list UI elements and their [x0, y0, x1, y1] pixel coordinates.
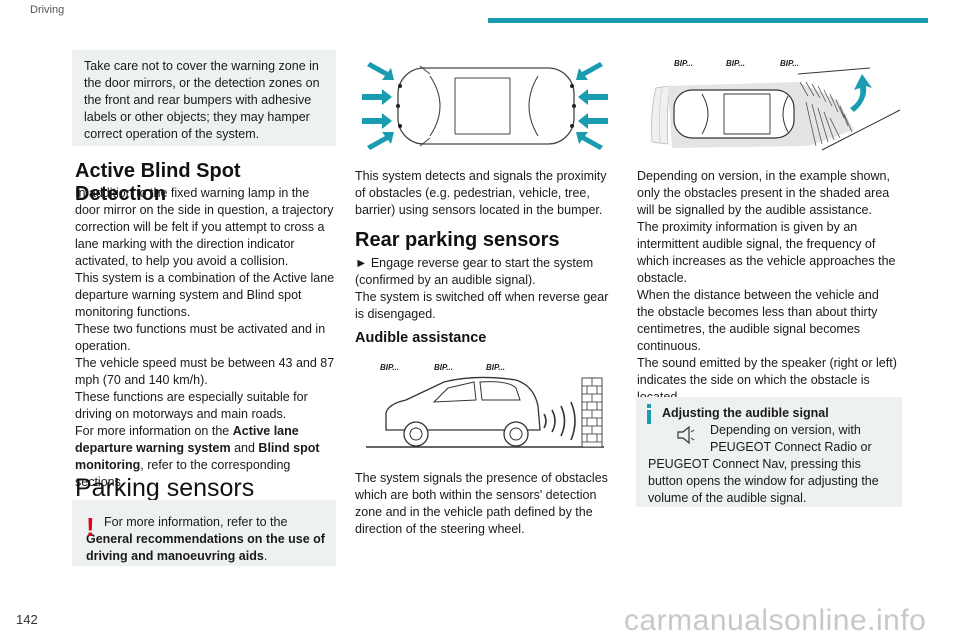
page-number: 142 — [16, 612, 38, 627]
cover-warning-note: Take care not to cover the warning zone … — [72, 50, 336, 146]
parking-sensors-title: Parking sensors — [75, 474, 255, 502]
blind-spot-para-5: These functions are especially suitable … — [75, 390, 308, 421]
warning-exclamation-icon: ! — [86, 512, 95, 542]
speaker-icon — [677, 425, 695, 445]
warn-note-suffix: . — [263, 549, 268, 563]
audible-assistance-diagram: BIP... BIP... BIP... — [366, 363, 604, 448]
active-lane-departure-ref: Active lane departure warning system — [75, 424, 299, 455]
bip-label-2: BIP... — [434, 363, 453, 372]
proximity-info-text: The proximity information is given by an… — [637, 220, 896, 285]
watermark: carmanualsonline.info — [624, 604, 927, 637]
running-header: Driving — [30, 4, 65, 16]
blind-spot-para-1: In addition to the fixed warning lamp in… — [75, 186, 334, 268]
active-blind-spot-title: Active Blind Spot Detection — [75, 160, 241, 205]
col3-text: Depending on version, in the example sho… — [637, 168, 899, 406]
adjust-audible-text-2: PEUGEOT Connect Nav, pressing this butto… — [648, 457, 879, 505]
para6-suffix: , refer to the corresponding sections. — [75, 458, 291, 489]
warn-note-prefix: For more information, refer to the — [104, 515, 288, 529]
cover-warning-text: Take care not to cover the warning zone … — [84, 59, 320, 141]
rear-sensors-step: ► Engage reverse gear to start the syste… — [355, 256, 594, 287]
blind-spot-para-6: For more information on the Active lane … — [75, 423, 337, 491]
bip-label-5: BIP... — [726, 59, 745, 68]
para6-prefix: For more information on the — [75, 424, 233, 438]
active-blind-spot-body: In addition to the fixed warning lamp in… — [75, 185, 337, 491]
bip-label-1: BIP... — [380, 363, 399, 372]
adjust-audible-title: Adjusting the audible signal — [662, 406, 829, 420]
adjust-audible-text-1: Depending on version, with PEUGEOT Conne… — [710, 423, 872, 454]
rear-sensors-off: The system is switched off when reverse … — [355, 290, 609, 321]
rear-parking-sensors-title: Rear parking sensors — [355, 229, 560, 251]
blind-spot-para-4: The vehicle speed must be between 43 and… — [75, 356, 335, 387]
continuous-signal-text: When the distance between the vehicle an… — [637, 288, 879, 353]
general-recommendations-ref: General recommendations on the use of dr… — [86, 532, 325, 563]
shaded-area-text: Depending on version, in the example sho… — [637, 169, 890, 217]
bip-label-6: BIP... — [780, 59, 799, 68]
speaker-side-text: The sound emitted by the speaker (right … — [637, 356, 897, 404]
adjust-audible-note: Adjusting the audible signal Depending o… — [636, 397, 902, 507]
blind-spot-monitoring-ref: Blind spot monitoring — [75, 441, 320, 472]
audible-assistance-title: Audible assistance — [355, 330, 487, 346]
reversing-path-diagram: BIP... BIP... BIP... — [651, 59, 901, 151]
info-icon — [647, 404, 651, 424]
blind-spot-para-2: This system is a combination of the Acti… — [75, 271, 335, 319]
header-accent-bar — [488, 18, 928, 23]
blind-spot-para-3: These two functions must be activated an… — [75, 322, 326, 353]
car-sensor-detection-diagram — [362, 62, 608, 150]
warn-note-text: For more information, refer to the Gener… — [86, 514, 326, 565]
general-recommendations-note: For more information, refer to the Gener… — [72, 500, 336, 566]
bip-label-4: BIP... — [674, 59, 693, 68]
system-signals-text: The system signals the presence of obsta… — [355, 471, 608, 536]
system-detects-text: This system detects and signals the prox… — [355, 169, 607, 217]
bip-label-3: BIP... — [486, 363, 505, 372]
para6-mid: and — [230, 441, 259, 455]
